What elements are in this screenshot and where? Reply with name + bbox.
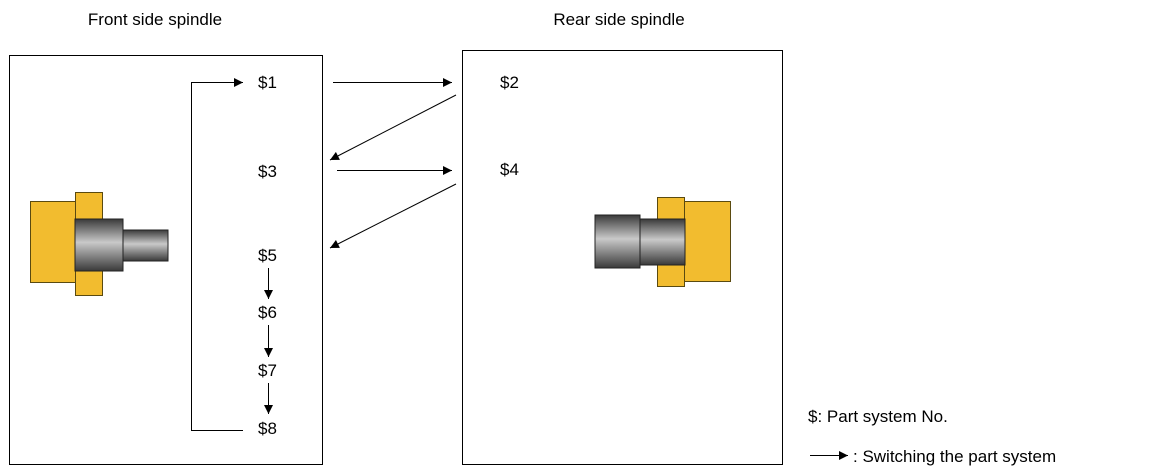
part-system-3-label: $3 bbox=[258, 162, 277, 181]
part-system-1-label: $1 bbox=[258, 73, 277, 92]
part-system-8-label: $8 bbox=[258, 419, 277, 438]
part-system-4-label: $4 bbox=[500, 160, 519, 179]
part-system-2-label: $2 bbox=[500, 73, 519, 92]
legend-part-system-text: $: Part system No. bbox=[808, 407, 948, 426]
front-side-spindle-title: Front side spindle bbox=[88, 10, 222, 29]
rear-side-spindle-title: Rear side spindle bbox=[553, 10, 684, 29]
switch-arrow-4-to-5 bbox=[329, 183, 457, 249]
rear-spindle-chuck-icon bbox=[657, 197, 731, 287]
rear-spindle-workpiece-icon bbox=[594, 214, 686, 269]
part-system-6-label: $6 bbox=[258, 303, 277, 322]
legend-switching-text: : Switching the part system bbox=[853, 447, 1056, 466]
part-system-7-label: $7 bbox=[258, 361, 277, 380]
front-spindle-workpiece-icon bbox=[74, 218, 169, 272]
part-system-5-label: $5 bbox=[258, 246, 277, 265]
switch-arrow-2-to-3 bbox=[329, 94, 457, 161]
loop-arrow-8-to-1 bbox=[191, 78, 243, 431]
